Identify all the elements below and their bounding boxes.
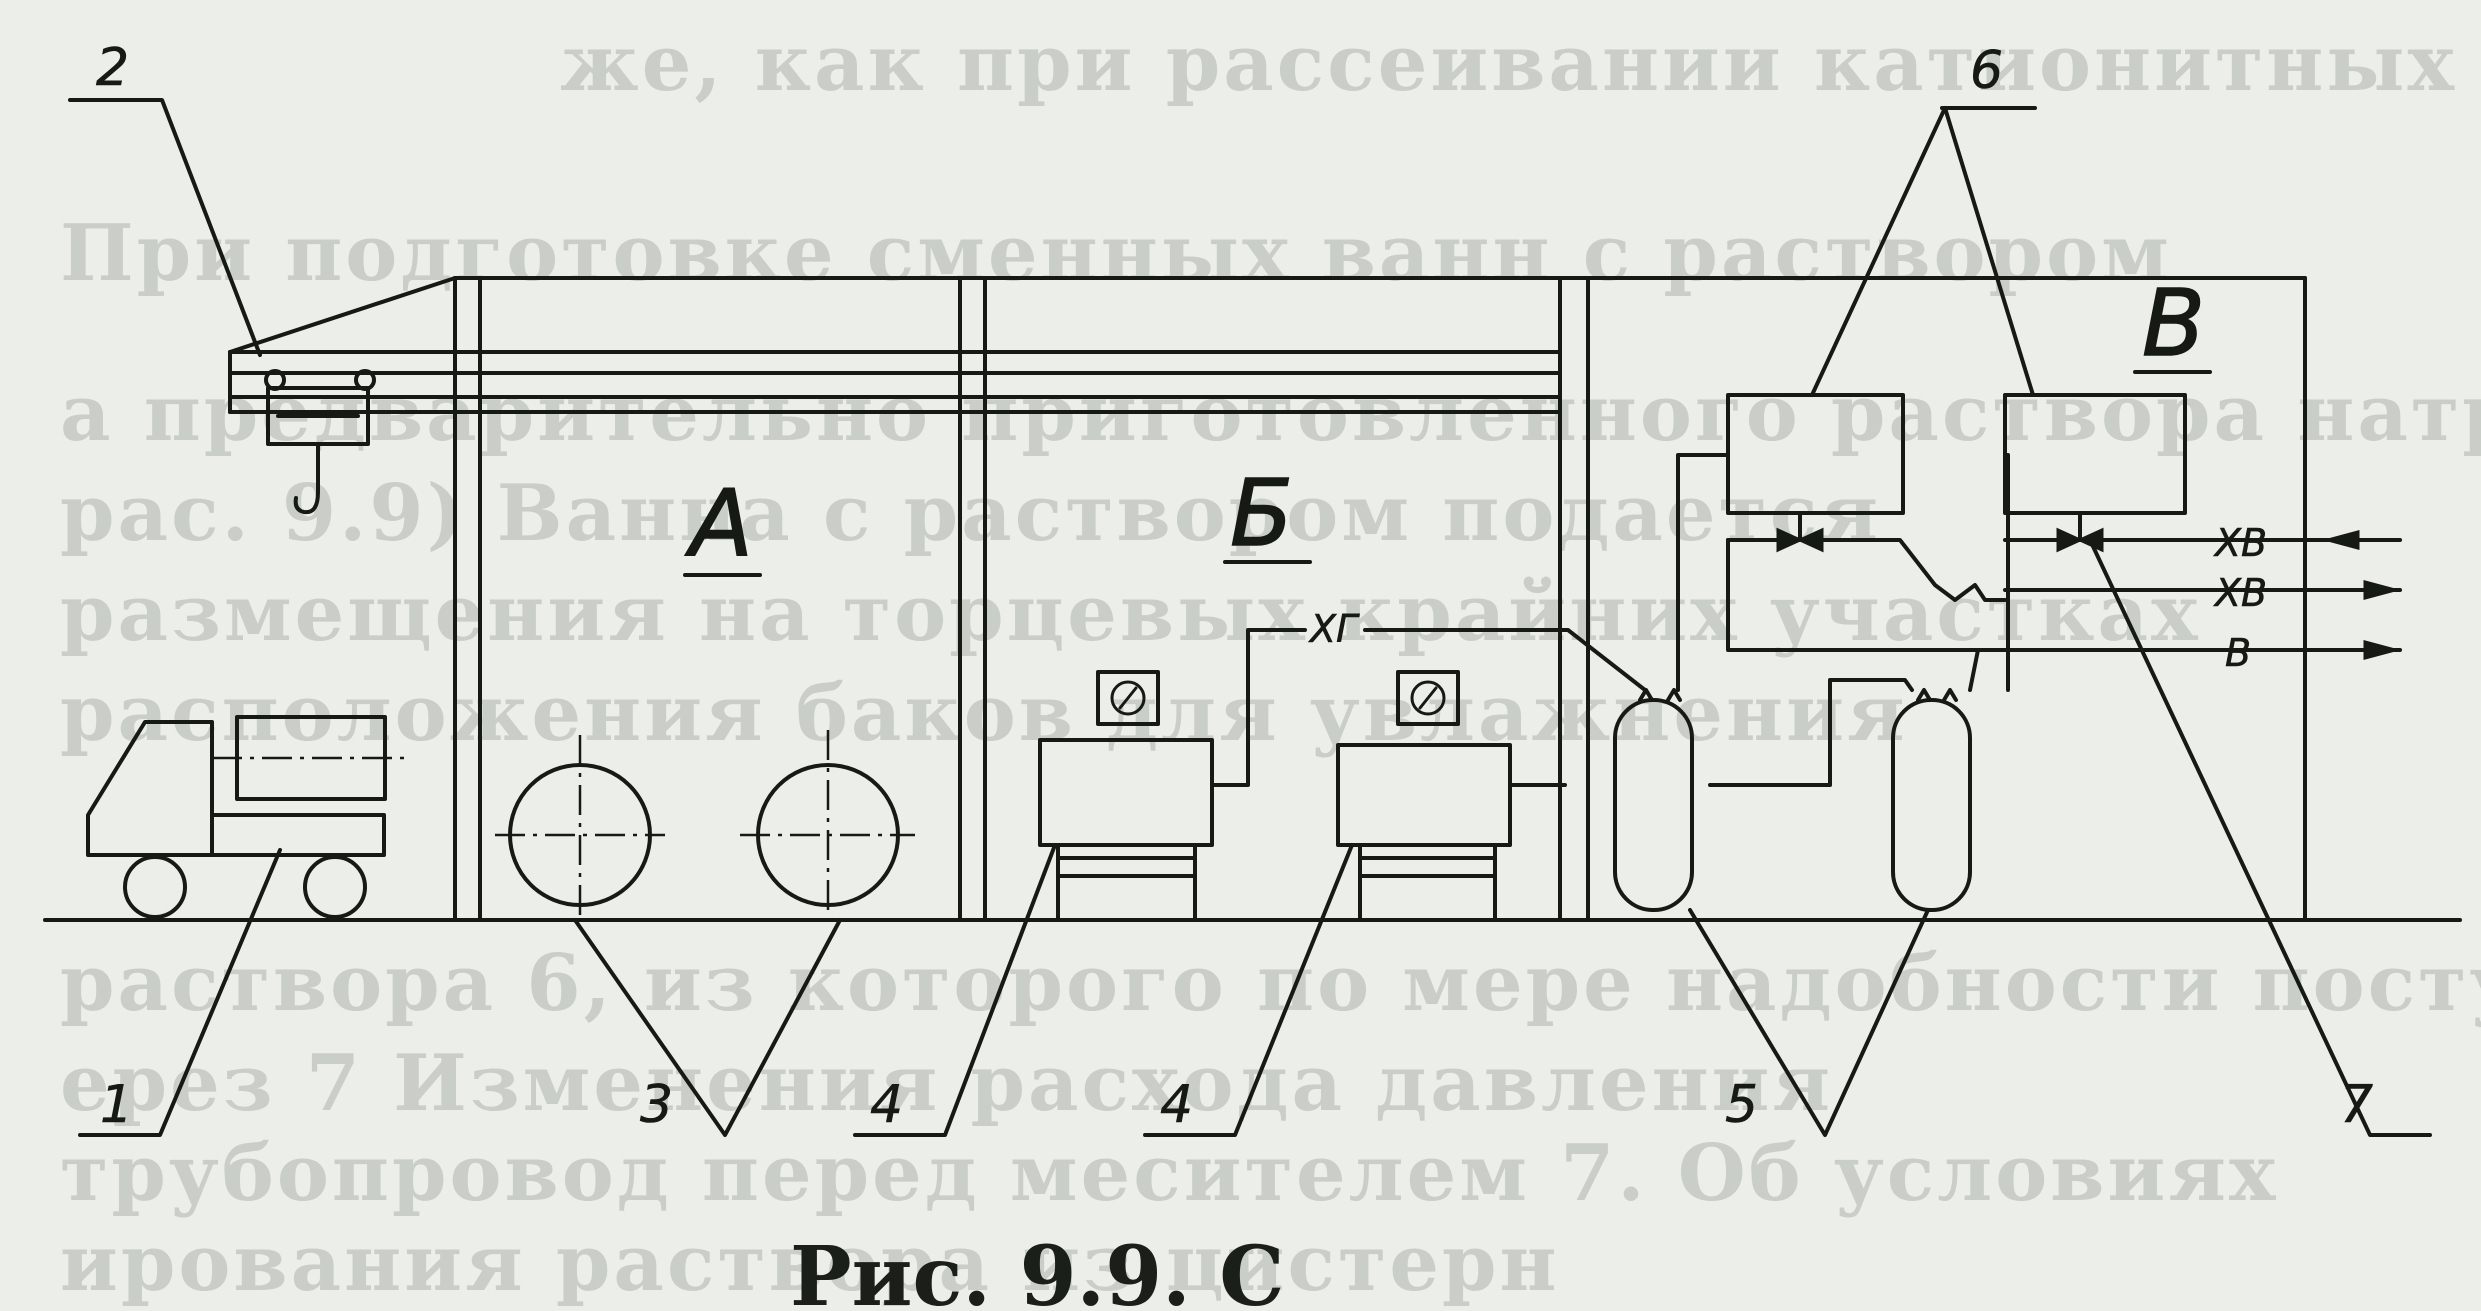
rolls: [495, 730, 915, 920]
pipe-label-water: В: [2225, 631, 2251, 675]
cold-water-arrow: [2322, 530, 2360, 550]
bg-line: ирования раствора из цистерн: [60, 1218, 1560, 1309]
pipe-label-cold-water: ХВ: [2213, 521, 2267, 565]
pipe-label-hot-water: ХГ: [1308, 607, 1360, 651]
callout-5: 5: [1725, 1075, 1758, 1135]
callout-4: 4: [870, 1075, 903, 1135]
background-bleed-text: же, как при рассеивании катионитных филь…: [60, 18, 2481, 1309]
bg-line: раствора 6, из которого по мере надобнос…: [60, 938, 2481, 1029]
piping: [1676, 453, 2402, 787]
apparatus-2: [1336, 670, 1512, 920]
callout-3: 3: [640, 1075, 673, 1135]
figure-caption: Рис. 9.9. С: [790, 1229, 1285, 1311]
callout-6: 6: [1970, 41, 2003, 101]
zone-label-v: В: [2142, 270, 2205, 377]
callout-4: 4: [1160, 1075, 1193, 1135]
zone-label-a: А: [685, 470, 753, 577]
apparatus-1: [1038, 670, 1214, 920]
hot-water-pipe: [1210, 628, 1647, 787]
bg-line: расположения баков для увлажнения: [60, 668, 1908, 759]
cold-water-arrow: [2363, 580, 2401, 600]
callout-1: 1: [100, 1075, 133, 1135]
zone-label-b: Б: [1230, 460, 1293, 567]
bg-line: размещения на торцевых крайних участках: [60, 568, 2201, 659]
pipe-label-cold-water: ХВ: [2213, 571, 2267, 615]
pipe-arrows: [2248, 530, 2402, 660]
water-arrow: [2363, 640, 2401, 660]
hoist: [264, 369, 376, 515]
callout-7: 7: [2340, 1075, 2373, 1135]
bg-line: рас. 9.9) Ванна с раствором подается: [60, 468, 1881, 559]
bg-line: трубопровод перед месителем 7. Об услови…: [60, 1128, 2278, 1219]
callout-leaders: [68, 98, 2432, 1137]
truck: [86, 715, 405, 919]
crane-beam: [228, 276, 1562, 414]
bg-line: же, как при рассеивании катионитных филь…: [560, 18, 2481, 109]
callout-2: 2: [96, 38, 129, 98]
building-frame: [453, 276, 2307, 922]
vessels: [1613, 688, 1972, 912]
bg-line: ерез 7 Изменения расхода давления: [60, 1038, 1833, 1129]
bg-line: При подготовке сменных ванн с раствором: [60, 208, 2172, 299]
